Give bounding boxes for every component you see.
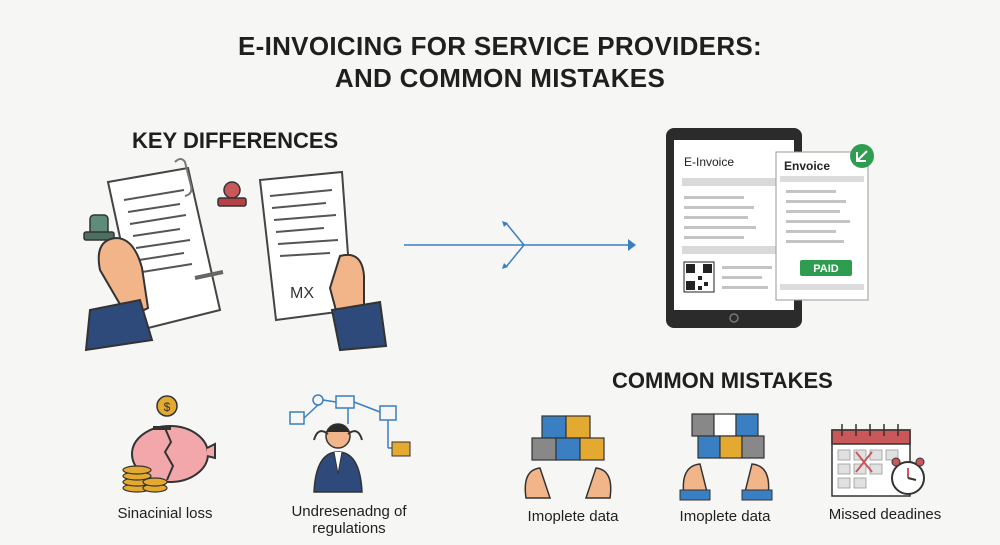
einvoice-label: E-Invoice — [684, 155, 734, 169]
rubber-stamp-icon — [217, 181, 247, 207]
calendar-clock-icon — [831, 424, 925, 497]
paper-stamp-text: MX — [290, 285, 314, 302]
transition-arrow-icon — [404, 221, 636, 269]
svg-text:$: $ — [164, 400, 171, 414]
mistake-caption-5: Missed deadines — [828, 506, 942, 523]
title-line-1: E-INVOICING FOR SERVICE PROVIDERS: — [237, 31, 763, 61]
puzzle-icon — [679, 413, 773, 501]
piggy-bank-icon: $ — [122, 395, 216, 493]
alarm-clock-icon — [891, 457, 925, 495]
puzzle-icon — [524, 415, 612, 499]
mistake-caption-2: Undresenadng of regulations — [291, 503, 407, 537]
tablet-einvoice-illustration: E-Invoice Envoice PAID — [666, 128, 874, 328]
envoice-doc-title: Envoice — [784, 159, 830, 173]
left-hand-icon — [84, 236, 154, 352]
title-line-2: AND COMMON MISTAKES — [334, 63, 666, 93]
paper-invoices-illustration: MX — [83, 158, 388, 352]
key-differences-heading: KEY DIFFERENCES — [132, 128, 339, 153]
paid-badge-label: PAID — [813, 263, 839, 275]
mistake-caption-1: Sinacinial loss — [117, 505, 213, 522]
rubber-stamp-icon — [83, 214, 115, 241]
check-badge-icon — [850, 144, 874, 168]
crumpled-invoice-right-icon: MX — [258, 170, 354, 322]
page-title: E-INVOICING FOR SERVICE PROVIDERS: AND C… — [0, 30, 1000, 94]
paid-badge: PAID — [800, 260, 852, 276]
confused-person-icon — [289, 394, 411, 493]
common-mistakes-heading: COMMON MISTAKES — [612, 368, 833, 393]
qr-code-icon — [683, 261, 715, 293]
right-hand-icon — [328, 254, 388, 352]
coin-stack-icon — [122, 465, 168, 493]
mistake-caption-4: Imoplete data — [679, 508, 771, 525]
mistake-caption-3: Imoplete data — [527, 508, 619, 525]
